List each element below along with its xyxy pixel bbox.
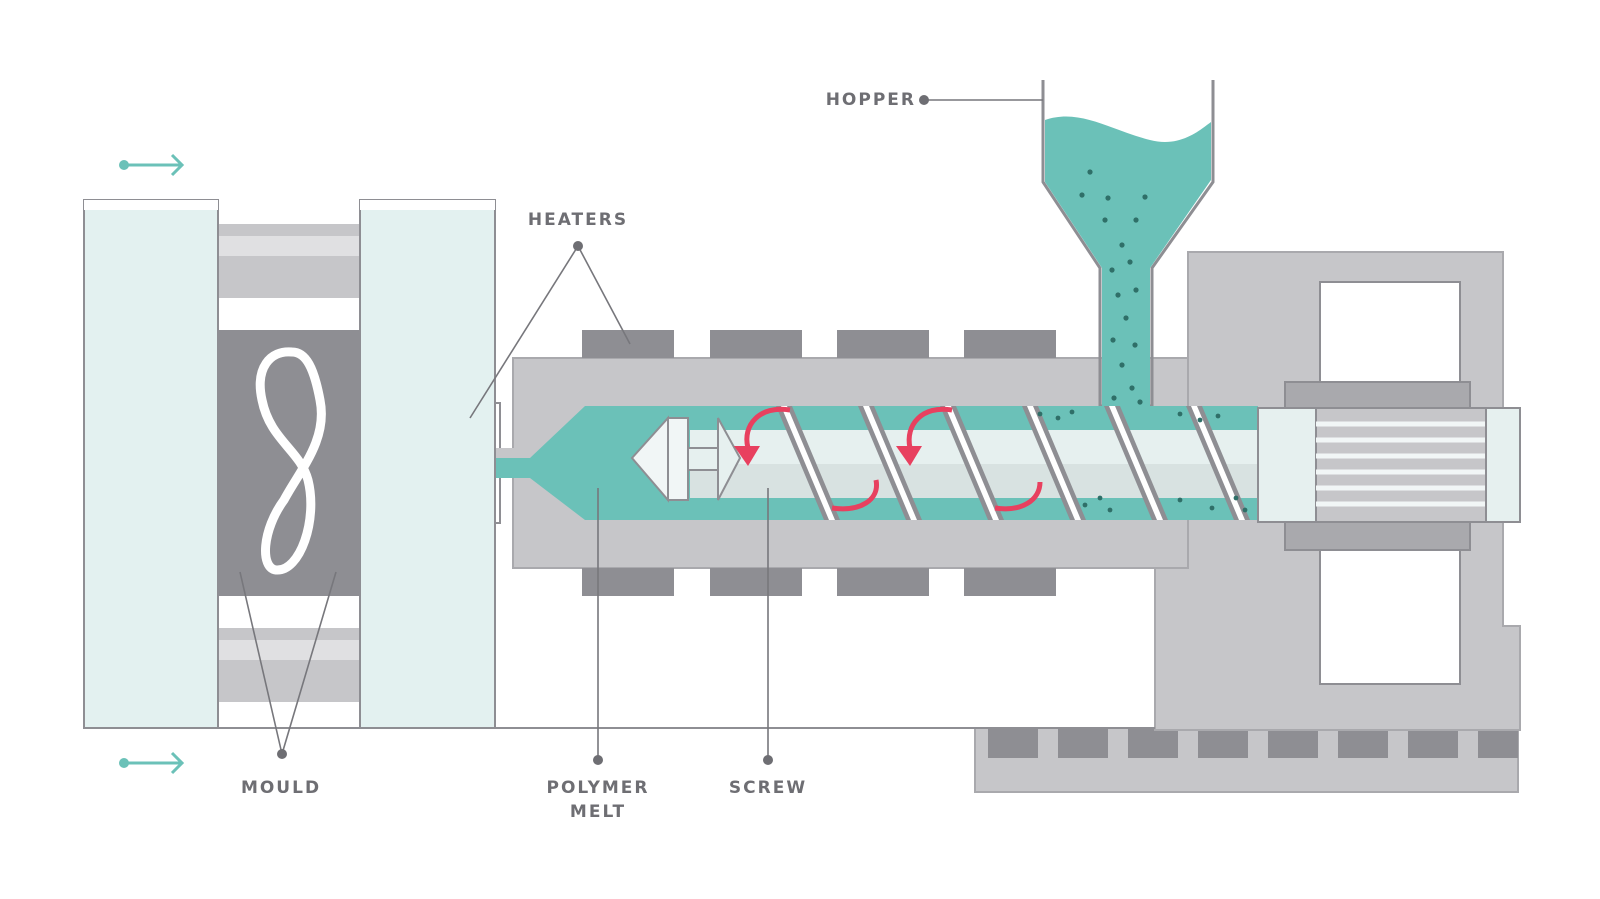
polymer-melt-label-line1: POLYMER <box>546 778 650 798</box>
curved-arrow-icon <box>734 446 922 466</box>
arrow-origin-dot <box>119 758 129 768</box>
rotation-arrows <box>744 406 1043 512</box>
arrow-origin-dot <box>119 160 129 170</box>
moulded-part <box>255 347 326 575</box>
base-foot-blocks <box>988 728 1518 758</box>
screw-tip <box>630 415 742 503</box>
pellet-dots <box>1079 169 1148 405</box>
polymer-melt-label: POLYMER MELT <box>530 776 666 824</box>
mould-assembly <box>83 199 1155 729</box>
heaters-label: HEATERS <box>527 210 629 230</box>
leader-dots <box>277 95 929 765</box>
polymer-melt-label-line2: MELT <box>569 802 627 822</box>
hopper-label: HOPPER <box>825 90 916 110</box>
leader-lines <box>239 99 1043 760</box>
mould-label: MOULD <box>240 778 322 798</box>
screw-drive-motor <box>1257 381 1521 551</box>
screw <box>690 406 1260 520</box>
right-arrow-icon <box>124 751 185 775</box>
right-arrow-icon <box>124 153 185 177</box>
screw-label: SCREW <box>728 778 808 798</box>
heater-bands <box>582 330 1056 596</box>
